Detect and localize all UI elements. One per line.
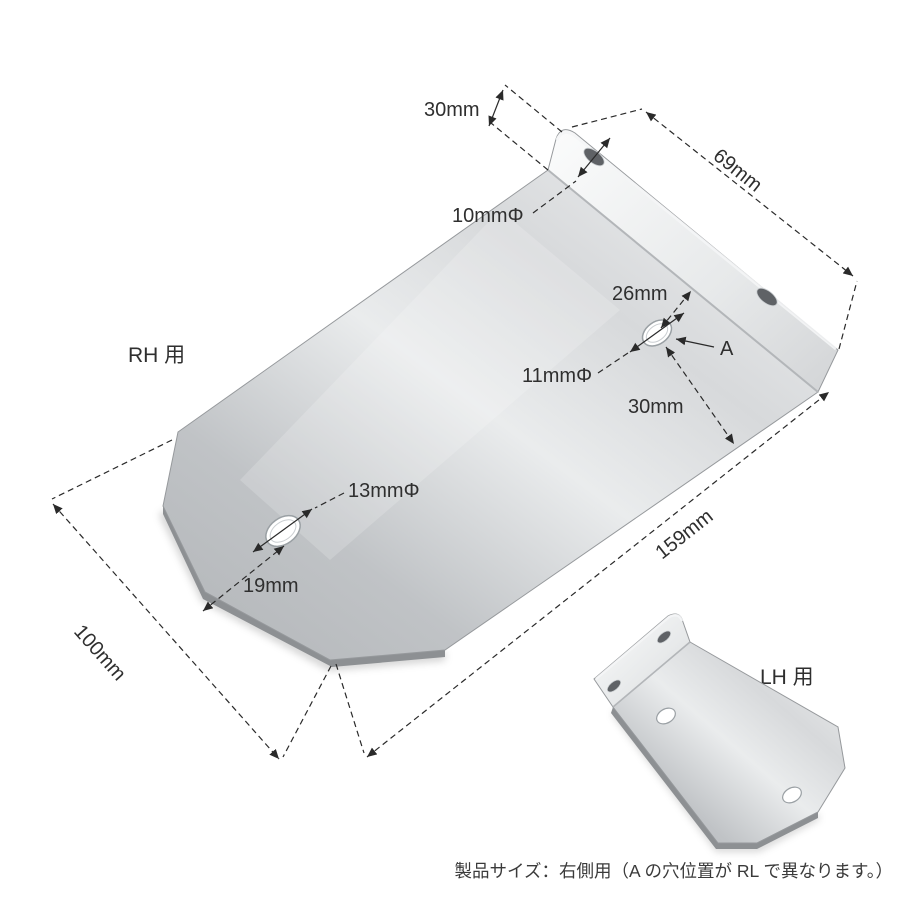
label-lh-variant: LH 用 (760, 666, 814, 689)
label-rh-variant: RH 用 (128, 344, 185, 367)
bracket-rh-flange-edge-highlight (555, 130, 837, 351)
leader-line (597, 352, 629, 374)
bracket-lh (593, 613, 846, 852)
lh-hole-a (656, 707, 676, 725)
bracket-rh-bend-line (547, 169, 819, 393)
label-plate-hole-diameter: 13mmΦ (348, 480, 420, 502)
dim-flange-height (488, 84, 563, 171)
label-hole-a-offset-edge: 30mm (628, 396, 684, 418)
label-plate-length: 159mm (651, 505, 717, 564)
flange-hole-bottom (756, 287, 778, 307)
label-flange-height: 30mm (424, 99, 480, 121)
label-plate-hole-edge-offset: 19mm (243, 575, 299, 597)
dim-flange-length (571, 108, 858, 350)
dim-plate-length (335, 391, 830, 758)
leader-line (314, 492, 345, 509)
product-size-caption: 製品サイズ：右側用（A の穴位置が RL で異なります。） (455, 861, 894, 881)
extension-line (838, 280, 858, 350)
label-hole-a-offset-bend: 26mm (612, 283, 668, 305)
label-flange-length: 69mm (709, 145, 766, 197)
dim-hole-a-offset-bend (660, 290, 692, 329)
dim-plate-width (51, 439, 332, 760)
measure-line (488, 89, 504, 127)
dim-hole-a-diameter (597, 312, 685, 374)
measure-line (577, 137, 611, 178)
dim-flange-hole-diameter (532, 137, 611, 214)
measure-line (629, 312, 685, 353)
extension-line (571, 108, 643, 128)
extension-line (282, 665, 332, 758)
extension-line (51, 439, 173, 500)
label-hole-a-diameter: 11mmΦ (522, 365, 592, 387)
measure-line (660, 290, 692, 329)
leader-line (532, 180, 577, 214)
label-plate-width: 100mm (69, 621, 130, 685)
bracket-rh-sheen (240, 210, 620, 560)
label-hole-a: A (720, 338, 734, 360)
measure-line (52, 503, 280, 760)
bracket-lh-bend-line (612, 641, 691, 708)
lh-hole-13mm (782, 786, 802, 804)
lh-flange-hole-bottom (607, 679, 621, 693)
extension-line (335, 663, 365, 754)
extension-line (490, 122, 549, 171)
bracket-lh-flange-edge-highlight (595, 613, 684, 680)
lh-flange-hole-top (657, 630, 671, 644)
measure-line (645, 111, 854, 277)
measure-line (366, 391, 830, 758)
label-flange-hole-diameter: 10mmΦ (452, 205, 524, 227)
extension-line (504, 84, 563, 133)
